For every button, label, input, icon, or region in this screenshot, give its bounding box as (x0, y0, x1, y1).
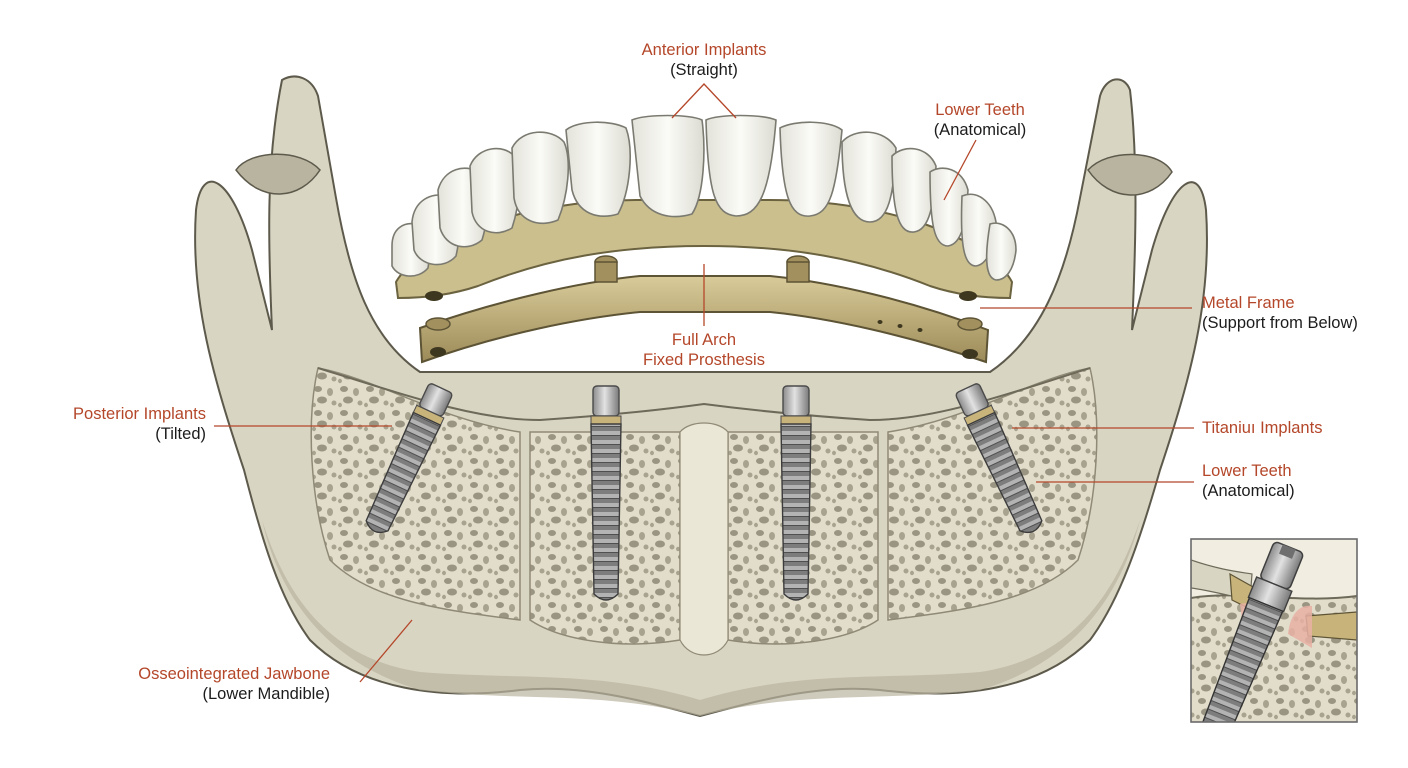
label-lower-teeth-top-sub: (Anatomical) (934, 120, 1027, 140)
label-anterior-implants: Anterior Implants (Straight) (642, 40, 767, 80)
label-metal-frame-title: Metal Frame (1202, 293, 1358, 313)
label-titanium-implants: Titaniuı Implants (1202, 418, 1322, 438)
implant-anterior-left (591, 386, 621, 600)
label-jawbone-title: Osseointegrated Jawbone (100, 664, 330, 684)
label-titanium-implants-title: Titaniuı Implants (1202, 418, 1322, 438)
label-jawbone: Osseointegrated Jawbone (Lower Mandible) (100, 664, 330, 704)
leader-anterior (672, 84, 736, 118)
label-jawbone-sub: (Lower Mandible) (100, 684, 330, 704)
label-posterior-implants-title: Posterior Implants (40, 404, 206, 424)
midline-cortical-bone (680, 423, 728, 655)
label-lower-teeth-top-title: Lower Teeth (934, 100, 1027, 120)
label-metal-frame: Metal Frame (Support from Below) (1202, 293, 1358, 333)
implant-anterior-right (781, 386, 811, 600)
label-anterior-implants-title: Anterior Implants (642, 40, 767, 60)
inset-detail-drawing (1191, 539, 1357, 753)
label-lower-teeth-top: Lower Teeth (Anatomical) (934, 100, 1027, 140)
label-full-arch: Full Arch Fixed Prosthesis (643, 330, 765, 370)
label-metal-frame-sub: (Support from Below) (1202, 313, 1358, 333)
label-lower-teeth-right: Lower Teeth (Anatomical) (1202, 461, 1295, 501)
label-posterior-implants: Posterior Implants (Tilted) (40, 404, 206, 444)
label-anterior-implants-sub: (Straight) (642, 60, 767, 80)
label-full-arch-line1: Full Arch (643, 330, 765, 350)
label-posterior-implants-sub: (Tilted) (40, 424, 206, 444)
label-lower-teeth-right-sub: (Anatomical) (1202, 481, 1295, 501)
label-lower-teeth-right-title: Lower Teeth (1202, 461, 1295, 481)
label-full-arch-line2: Fixed Prosthesis (643, 350, 765, 370)
